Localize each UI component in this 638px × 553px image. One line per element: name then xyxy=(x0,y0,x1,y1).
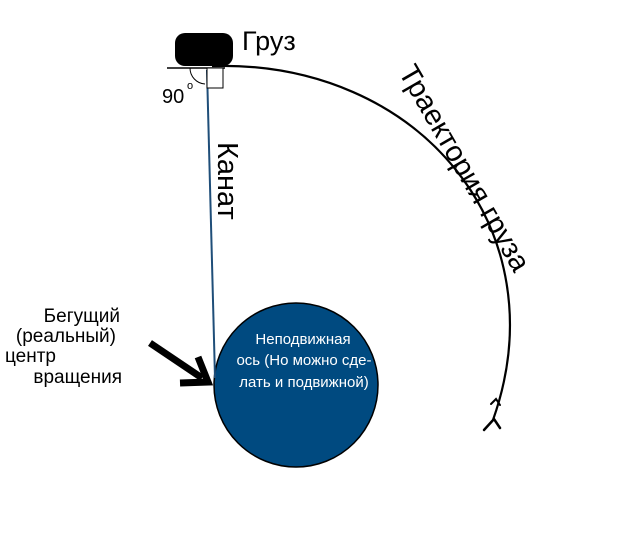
rope-label: Канат xyxy=(211,142,243,220)
trajectory-arc xyxy=(211,64,511,421)
angle-degree-label: o xyxy=(187,80,193,92)
running-center-label-line2: (реальный) xyxy=(16,326,116,347)
pointer-arrow-head xyxy=(179,355,214,387)
load-label: Груз xyxy=(242,26,296,56)
running-center-label-line3: центр xyxy=(5,346,56,367)
rope-line xyxy=(206,69,216,379)
fixed-axis-circle xyxy=(213,302,379,468)
running-center-label-line4: вращения xyxy=(33,367,122,388)
axis-label-line1: Неподвижная xyxy=(255,331,350,348)
running-center-label-line1: Бегущий xyxy=(44,306,120,327)
trajectory-arrowhead xyxy=(482,416,502,432)
load-block xyxy=(175,33,233,66)
trajectory-arrowhead-small xyxy=(490,397,501,406)
trajectory-label: Траектория груза xyxy=(392,60,537,279)
angle-arc xyxy=(189,67,206,85)
axis-label-line2: ось (Но можно сде- xyxy=(236,352,371,369)
right-angle-marker xyxy=(206,67,224,89)
angle-label: 90 xyxy=(162,86,184,108)
axis-label-line3: лать и подвижной) xyxy=(239,374,368,391)
pointer-arrow-shaft xyxy=(148,340,204,381)
